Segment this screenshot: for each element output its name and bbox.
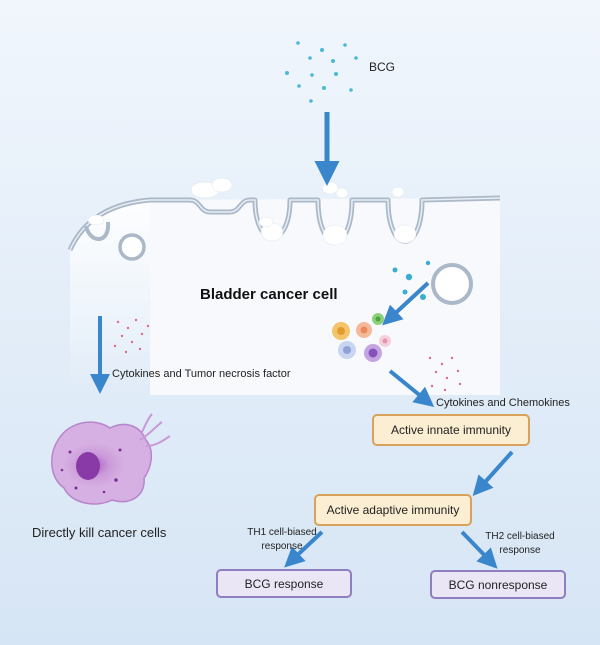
arrow-to-bcg-nonresponse	[460, 530, 498, 569]
label-th1-line2: response	[261, 541, 303, 552]
label-th1-line1: TH1 cell-biased	[247, 527, 317, 538]
label-th2-line2: response	[499, 545, 541, 556]
dying-cancer-cell	[51, 413, 171, 505]
box-bcg-nonresponse-label: BCG nonresponse	[448, 577, 548, 592]
box-innate-immunity: Active innate immunity	[372, 414, 530, 446]
label-bcg: BCG	[369, 60, 396, 74]
bcg-attachment-clusters	[87, 177, 417, 246]
box-bcg-nonresponse: BCG nonresponse	[430, 570, 566, 599]
box-adaptive-immunity-label: Active adaptive immunity	[326, 503, 460, 517]
box-bcg-response-label: BCG response	[244, 576, 324, 591]
arrow-to-immune-cells	[382, 281, 430, 326]
arrow-innate-to-adaptive	[472, 450, 514, 496]
label-th2-line1: TH2 cell-biased	[485, 531, 555, 542]
vesicle-left	[118, 233, 146, 261]
box-adaptive-immunity: Active adaptive immunity	[314, 494, 472, 526]
label-th1: TH1 cell-biased response	[232, 526, 332, 554]
bladder-cancer-cell	[67, 177, 501, 395]
label-bladder-cancer-cell: Bladder cancer cell	[200, 286, 338, 303]
label-cytokines-chemokines: Cytokines and Chemokines	[436, 397, 570, 409]
arrow-to-innate	[388, 369, 435, 408]
label-directly-kill: Directly kill cancer cells	[32, 525, 167, 540]
bcg-particles	[285, 41, 358, 103]
cytokine-dots-right	[428, 356, 462, 392]
cytokine-dots-left	[113, 318, 150, 354]
label-th2: TH2 cell-biased response	[470, 530, 570, 558]
immune-cells	[332, 313, 391, 362]
arrow-to-bcg-response	[284, 530, 324, 568]
internalized-bcg	[392, 260, 431, 300]
box-bcg-response: BCG response	[216, 569, 352, 598]
vesicle-right	[431, 263, 473, 305]
label-cytokines-tnf: Cytokines and Tumor necrosis factor	[112, 368, 291, 380]
box-innate-immunity-label: Active innate immunity	[390, 423, 512, 437]
